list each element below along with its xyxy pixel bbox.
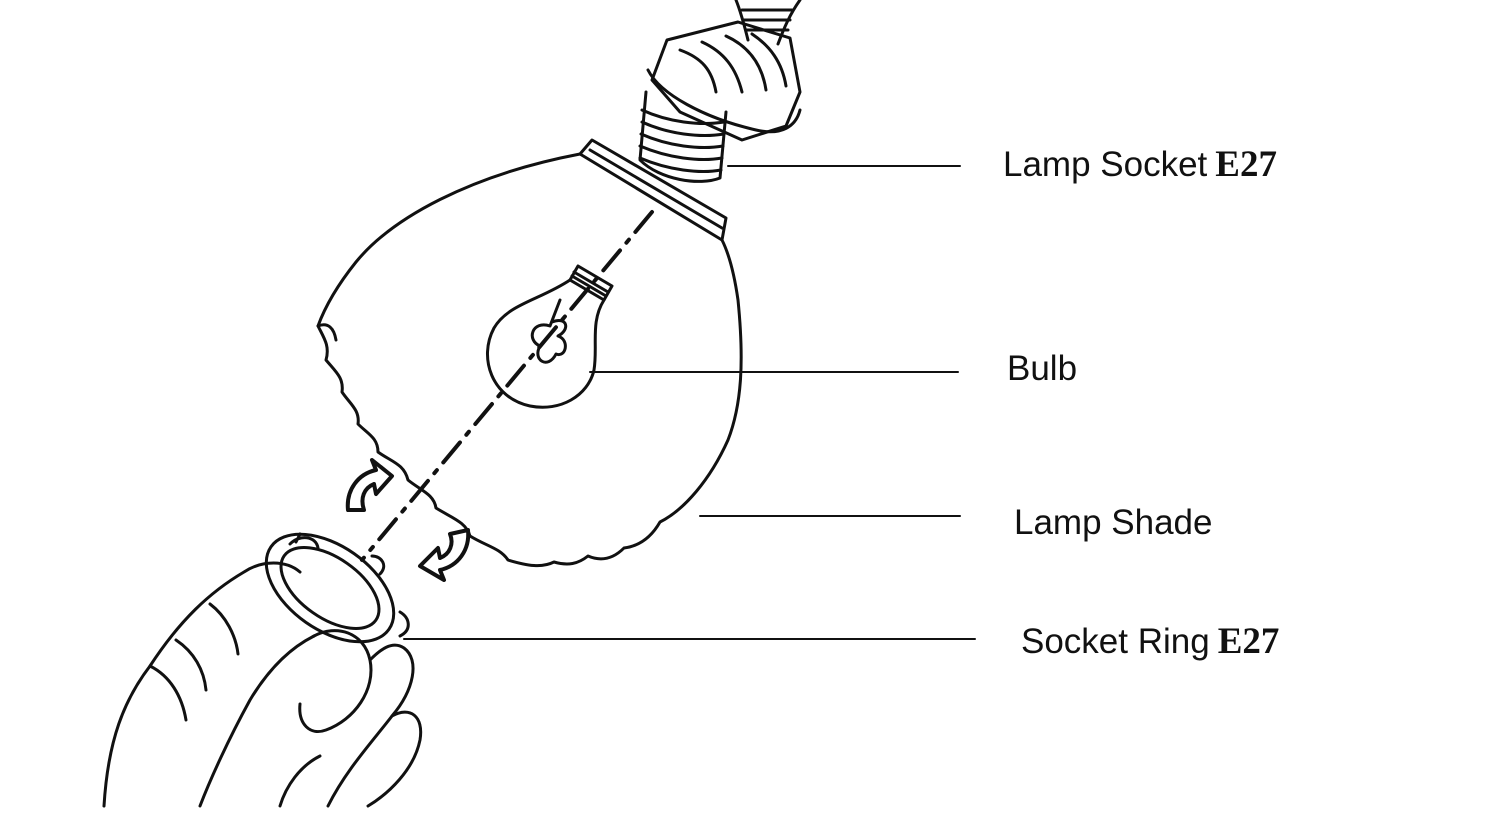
rotate-arrow-icon — [345, 458, 471, 582]
lamp-shade-label: Lamp Shade — [1014, 505, 1212, 540]
lamp-socket-code: E27 — [1215, 144, 1277, 185]
leader-lines — [403, 165, 976, 640]
lamp-socket-icon — [638, 0, 802, 183]
lamp-socket-label-text: Lamp Socket — [1003, 145, 1208, 184]
bulb-label: Bulb — [1007, 351, 1077, 386]
axis-line — [360, 210, 654, 562]
lamp-shade-label-text: Lamp Shade — [1014, 503, 1213, 542]
lamp-shade-icon — [316, 138, 743, 568]
socket-ring-label-text: Socket Ring — [1021, 622, 1210, 661]
bulb-icon — [485, 264, 614, 409]
bulb-label-text: Bulb — [1007, 349, 1078, 388]
socket-ring-code: E27 — [1217, 621, 1280, 662]
hand-icon — [102, 561, 423, 808]
socket-ring-icon — [264, 532, 410, 644]
